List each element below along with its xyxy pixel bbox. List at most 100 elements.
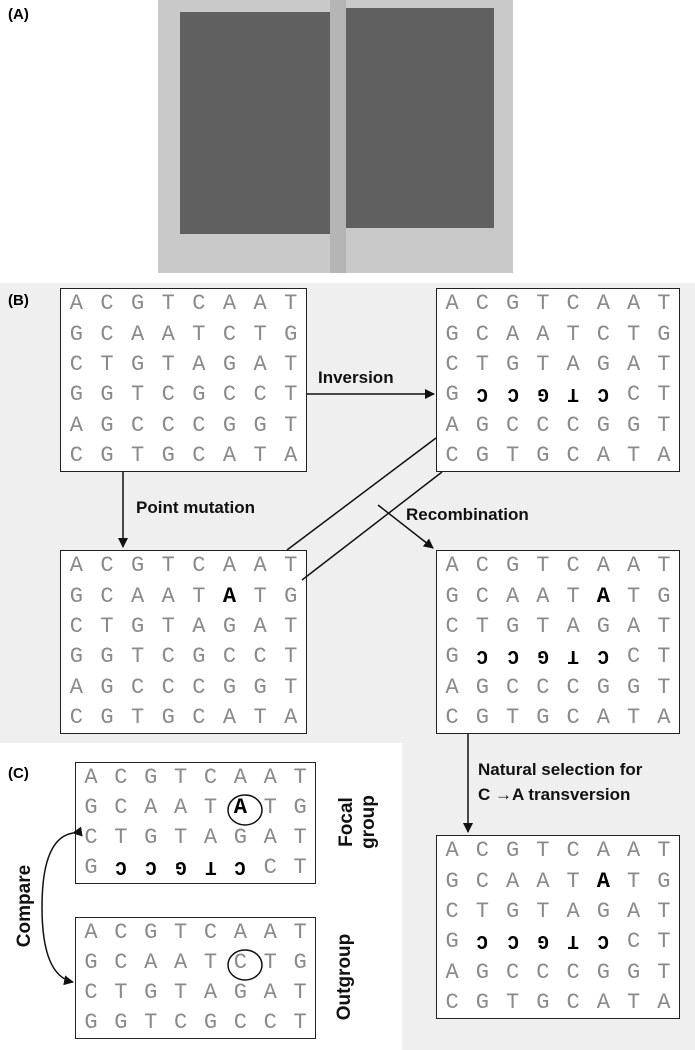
grid-cell: G (596, 613, 610, 639)
grid-cell: T (657, 898, 671, 924)
inversion-label: Inversion (318, 368, 394, 387)
grid-cell: T (657, 613, 671, 639)
grid-cell: T (173, 980, 188, 1005)
grid-cell: G (253, 412, 267, 438)
grid-cell: G (596, 898, 610, 924)
grid-cell: C (203, 920, 218, 945)
grid-cell: A (253, 291, 267, 317)
grid-cell: T (657, 674, 671, 700)
grid-cell: A (233, 920, 247, 945)
grid-cell: A (253, 553, 267, 579)
grid-cell: T (263, 795, 277, 820)
grid-cell: T (627, 989, 641, 1015)
grid-cell: G (100, 382, 114, 408)
grid-cell: C (475, 838, 489, 864)
grid-cell: G (657, 583, 671, 609)
grid-cell: T (161, 351, 175, 377)
grid-cell: A (627, 613, 641, 639)
grid-cell: G (130, 553, 145, 579)
grid-cell: A (445, 553, 459, 579)
grid-cell: T (100, 351, 114, 377)
grid-cell: G (657, 868, 671, 894)
grid-cell: C (506, 959, 520, 985)
grid-cell: C (222, 382, 237, 408)
grid-cell: C (253, 644, 267, 670)
grid-cell: T (284, 553, 298, 579)
grid-cell: G (284, 321, 298, 347)
mutated-cell: A (233, 795, 247, 820)
grid-cell: A (445, 838, 459, 864)
focal-highlight-circle (227, 794, 263, 826)
grid-cell: T (536, 351, 550, 377)
grid-cell: A (596, 442, 610, 468)
grid-cell: G (100, 674, 114, 700)
grid-cell: C (627, 929, 641, 955)
grid-cell: A (69, 553, 83, 579)
grid-cell: C (114, 795, 128, 820)
grid-cell: A (203, 980, 218, 1005)
grid-cell: C (192, 553, 206, 579)
grid-cell: T (657, 838, 671, 864)
grid-cell: G (100, 704, 114, 730)
grid-cell: T (506, 704, 520, 730)
grid-cell: T (566, 868, 580, 894)
grid-cell: A (161, 583, 175, 609)
grid-cell: G (475, 674, 489, 700)
grid-cell: T (203, 795, 218, 820)
grid-cell: G (475, 989, 489, 1015)
grid-cell: G (69, 644, 83, 670)
grid-cell: A (596, 838, 610, 864)
grid-cell: A (566, 351, 580, 377)
grid-cell: T (293, 765, 307, 790)
grid-cell: C (263, 855, 277, 880)
grid-cell: A (445, 291, 459, 317)
grid-cell: T (173, 920, 188, 945)
grid-cell: C (173, 1010, 188, 1035)
grid-cell: T (284, 412, 298, 438)
grid-cell: G (100, 644, 114, 670)
grid-cell: T (536, 838, 550, 864)
grid-cell: A (130, 583, 145, 609)
compare-label: Compare (14, 864, 35, 948)
grid-cell: G (596, 351, 610, 377)
grid-cell: G (506, 291, 520, 317)
grid-cell: T (284, 351, 298, 377)
grid-cell: T (657, 644, 671, 670)
grid-cell: C (192, 704, 206, 730)
grid-cell: G (222, 412, 237, 438)
grid-cell: A (263, 825, 277, 850)
grid-cell: T (657, 412, 671, 438)
grid-cell: G (293, 950, 307, 975)
grid-cell: G (445, 382, 459, 408)
grid-cell: A (222, 553, 237, 579)
grid-cell: C (536, 412, 550, 438)
grid-cell: A (596, 704, 610, 730)
grid-cell: C (161, 412, 175, 438)
grid-cell: A (263, 980, 277, 1005)
grid-cell: T (130, 382, 145, 408)
grid-cell: T (657, 291, 671, 317)
grid-cell: G (84, 950, 98, 975)
grid-cell: C (100, 321, 114, 347)
grid-cell: G (192, 382, 206, 408)
grid-cell: C (69, 613, 83, 639)
grid-cell: A (596, 553, 610, 579)
grid-cell: T (475, 613, 489, 639)
grid-cell: C (114, 765, 128, 790)
grid-cell: G (596, 959, 610, 985)
grid-cell: T (253, 442, 267, 468)
grid-cell: T (475, 351, 489, 377)
selection-label-line2: C →A transversion (478, 785, 631, 804)
grid-cell: G (627, 412, 641, 438)
grid-cell: A (596, 989, 610, 1015)
point-mutation-label: Point mutation (136, 498, 255, 517)
grid-cell: T (144, 1010, 158, 1035)
grid-cell: T (293, 855, 307, 880)
grid-cell: A (84, 765, 98, 790)
grid-cell: G (536, 442, 550, 468)
grid-cell: C (69, 704, 83, 730)
grid-cell: T (253, 583, 267, 609)
